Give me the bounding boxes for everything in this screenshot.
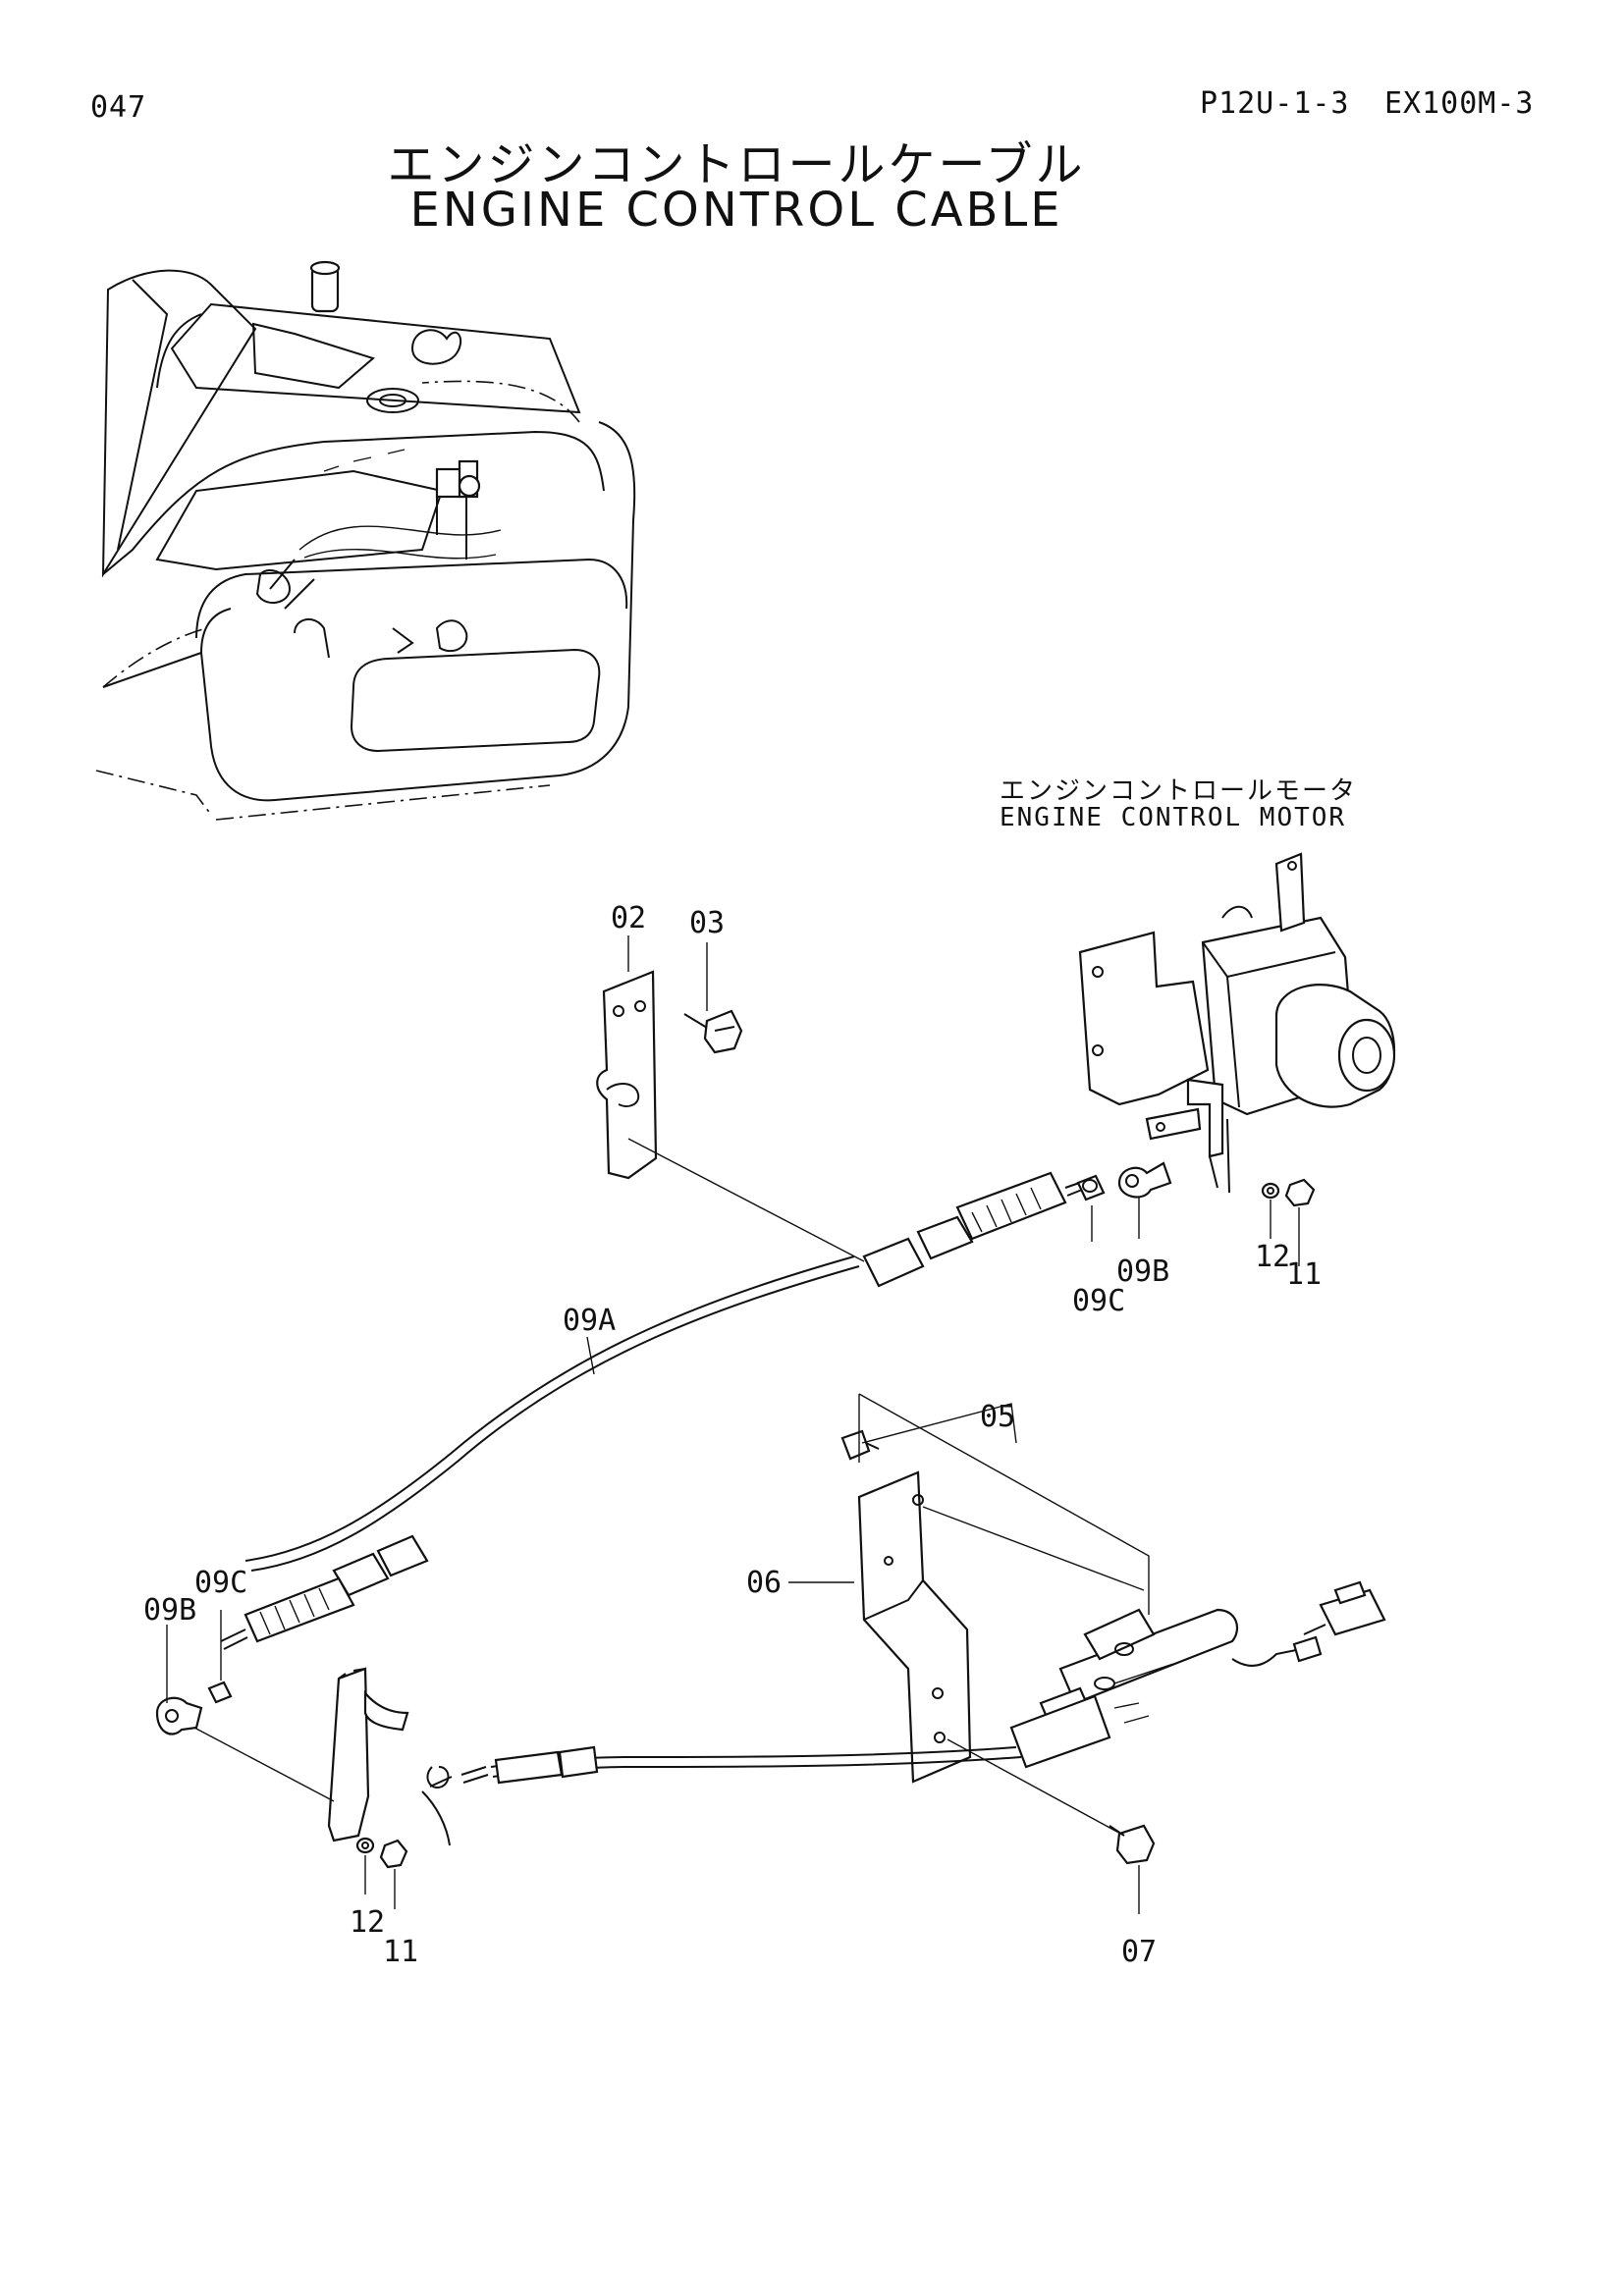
page-number: 047 bbox=[90, 90, 147, 125]
connector bbox=[1231, 1580, 1386, 1667]
machine-body-outline bbox=[95, 260, 636, 821]
callout-02: 02 bbox=[611, 901, 646, 935]
part-09c-nut-top bbox=[1076, 1174, 1106, 1201]
leader-lines bbox=[166, 935, 1300, 1914]
callout-09b-left: 09B bbox=[143, 1593, 196, 1628]
title-english: ENGINE CONTROL CABLE bbox=[409, 183, 1063, 238]
lower-cable bbox=[421, 1745, 1022, 1846]
motor-caption-english: ENGINE CONTROL MOTOR bbox=[1000, 803, 1347, 832]
part-12-washer-top bbox=[1261, 1182, 1280, 1200]
title-japanese: エンジンコントロールケーブル bbox=[387, 137, 1086, 192]
part-12-washer-bottom bbox=[355, 1837, 375, 1854]
callout-09b-top: 09B bbox=[1116, 1255, 1169, 1289]
callouts: 02 03 05 06 07 09A 09B 09C 12 11 09B 09C… bbox=[143, 901, 1322, 1969]
part-02-bracket bbox=[596, 970, 658, 1180]
part-07-bolt bbox=[1109, 1824, 1156, 1865]
model-code: EX100M-3 bbox=[1384, 86, 1535, 121]
lever bbox=[327, 1667, 409, 1842]
motor-caption-japanese: エンジンコントロールモータ bbox=[1000, 776, 1358, 806]
control-unit bbox=[1009, 1608, 1239, 1769]
callout-12-top: 12 bbox=[1255, 1240, 1290, 1274]
callout-06: 06 bbox=[746, 1566, 782, 1600]
callout-07: 07 bbox=[1121, 1935, 1157, 1969]
part-09c-nut-left bbox=[207, 1681, 233, 1704]
part-09b-ball-joint-left bbox=[155, 1696, 203, 1735]
part-11-nut-bottom bbox=[379, 1839, 408, 1869]
callout-05: 05 bbox=[980, 1400, 1015, 1434]
callout-11-top: 11 bbox=[1286, 1257, 1322, 1292]
part-09a-cable bbox=[220, 1171, 1088, 1650]
part-05-bolt bbox=[840, 1429, 880, 1461]
part-03-bolt bbox=[683, 1009, 743, 1054]
part-06-bracket bbox=[857, 1470, 972, 1784]
callout-09c-top: 09C bbox=[1072, 1284, 1125, 1318]
callout-03: 03 bbox=[689, 906, 725, 940]
callout-09a: 09A bbox=[563, 1304, 616, 1338]
callout-09c-left: 09C bbox=[194, 1566, 247, 1600]
callout-11-bottom: 11 bbox=[383, 1935, 418, 1969]
section-code: P12U-1-3 bbox=[1200, 86, 1350, 121]
engine-control-motor bbox=[1078, 852, 1396, 1194]
part-11-nut-top bbox=[1284, 1178, 1316, 1207]
part-09b-ball-joint-top bbox=[1117, 1161, 1172, 1199]
callout-12-bottom: 12 bbox=[350, 1905, 385, 1940]
